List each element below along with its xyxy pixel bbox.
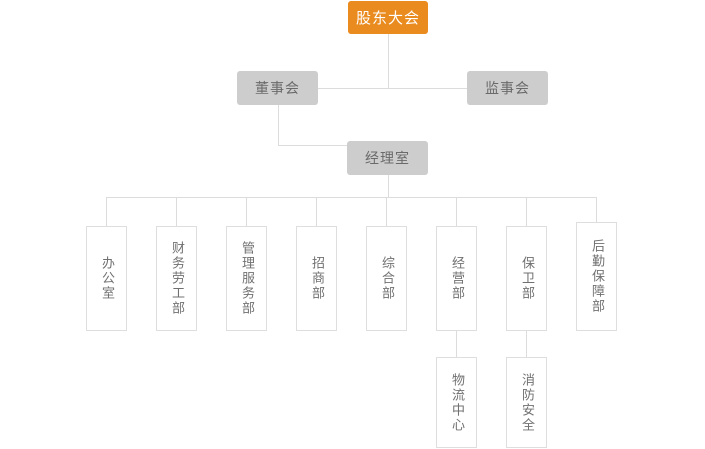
node-label: 管理服务部 xyxy=(239,241,254,316)
node-label: 后勤保障部 xyxy=(589,239,604,314)
node-label: 经营部 xyxy=(449,256,464,301)
node-label: 保卫部 xyxy=(519,256,534,301)
connector-drop-4 xyxy=(316,197,317,226)
connector-drop-1 xyxy=(106,197,107,226)
node-department-security[interactable]: 保卫部 xyxy=(506,226,547,331)
connector-operations-to-logistics-center xyxy=(456,331,457,357)
node-label: 股东大会 xyxy=(355,9,420,27)
node-board-of-supervisors[interactable]: 监事会 xyxy=(467,71,548,105)
connector-drop-8 xyxy=(596,197,597,222)
connector-root-to-bus xyxy=(388,34,389,88)
node-label: 办公室 xyxy=(99,256,114,301)
node-subdepartment-fire-safety[interactable]: 消防安全 xyxy=(506,357,547,448)
node-label: 董事会 xyxy=(255,81,300,97)
node-department-management-service[interactable]: 管理服务部 xyxy=(226,226,267,331)
connector-department-bus xyxy=(106,197,597,198)
node-label: 经理室 xyxy=(365,151,410,167)
connector-drop-3 xyxy=(246,197,247,226)
node-manager-office[interactable]: 经理室 xyxy=(347,141,428,175)
connector-drop-5 xyxy=(386,197,387,226)
node-board-of-directors[interactable]: 董事会 xyxy=(237,71,318,105)
node-department-finance-labor[interactable]: 财务劳工部 xyxy=(156,226,197,331)
node-department-operations[interactable]: 经营部 xyxy=(436,226,477,331)
connector-manager-down xyxy=(388,175,389,197)
node-department-investment[interactable]: 招商部 xyxy=(296,226,337,331)
node-label: 综合部 xyxy=(379,256,394,301)
node-label: 消防安全 xyxy=(519,372,534,433)
node-department-general[interactable]: 综合部 xyxy=(366,226,407,331)
node-label: 物流中心 xyxy=(449,372,464,433)
connector-security-to-fire-safety xyxy=(526,331,527,357)
connector-drop-7 xyxy=(526,197,527,226)
connector-drop-6 xyxy=(456,197,457,226)
node-subdepartment-logistics-center[interactable]: 物流中心 xyxy=(436,357,477,448)
connector-level2-bus xyxy=(318,88,467,89)
node-shareholders-meeting[interactable]: 股东大会 xyxy=(348,1,428,34)
node-department-office[interactable]: 办公室 xyxy=(86,226,127,331)
connector-board-down xyxy=(278,105,279,145)
node-label: 招商部 xyxy=(309,256,324,301)
connector-drop-2 xyxy=(176,197,177,226)
node-label: 财务劳工部 xyxy=(169,241,184,316)
connector-board-to-manager xyxy=(278,145,348,146)
node-label: 监事会 xyxy=(485,81,530,97)
node-department-logistics-support[interactable]: 后勤保障部 xyxy=(576,222,617,331)
